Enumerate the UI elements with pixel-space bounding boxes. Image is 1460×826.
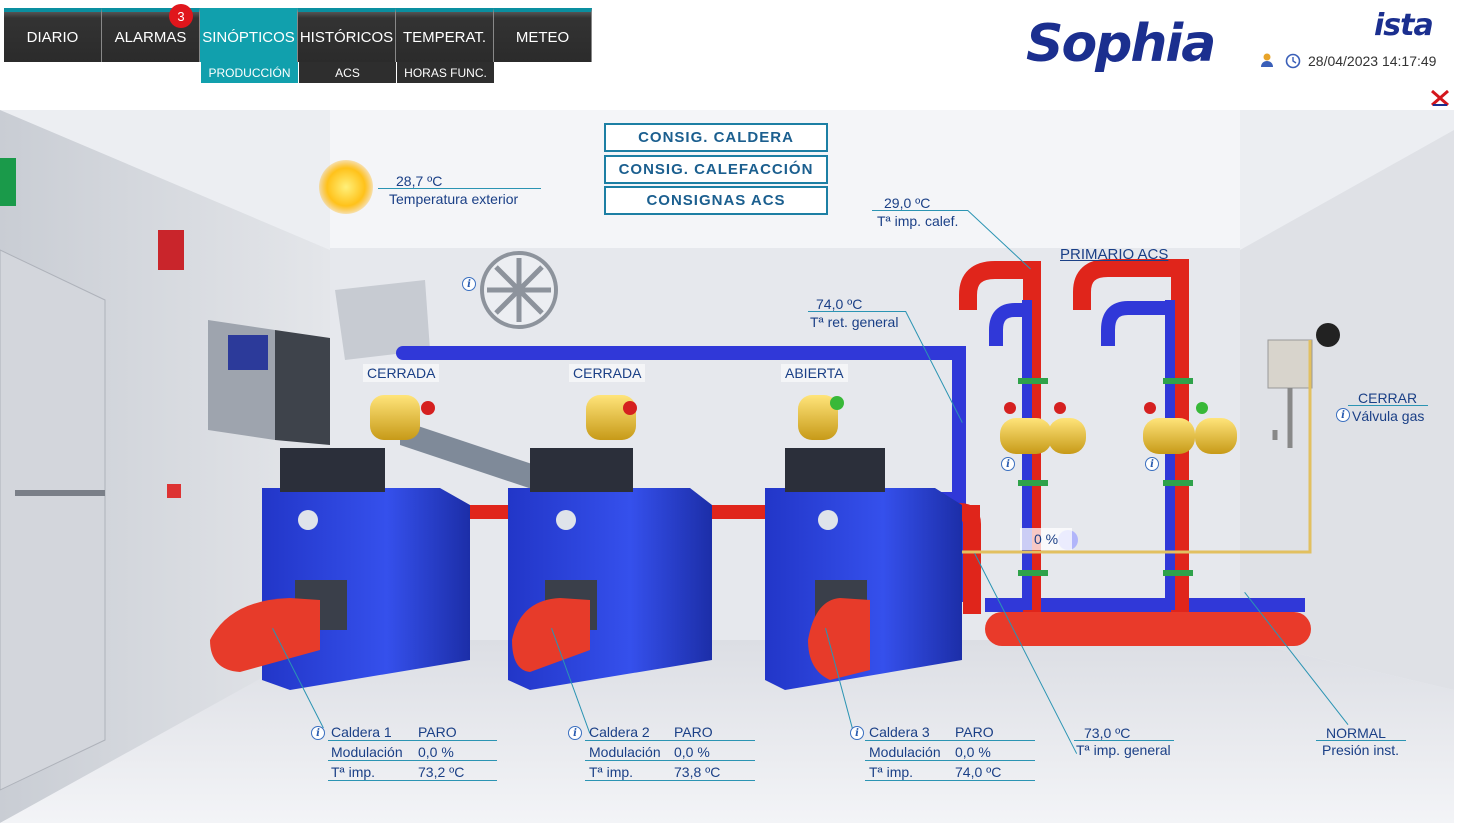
tab-label: METEO <box>515 28 570 46</box>
tab-label: HISTÓRICOS <box>299 28 394 46</box>
tab-meteo[interactable]: METEO <box>494 8 592 62</box>
imp-calef-value: 29,0 ºC <box>884 195 931 211</box>
boiler-1-line-3 <box>328 780 497 781</box>
outdoor-temp-label: Temperatura exterior <box>389 191 519 207</box>
imp-general-underline <box>1074 740 1174 741</box>
boiler-2-info-icon[interactable]: i <box>568 726 582 740</box>
subtab-produccion[interactable]: PRODUCCIÓN <box>201 62 298 83</box>
presion-label: Presión inst. <box>1322 742 1400 758</box>
datetime-display: 28/04/2023 14:17:49 <box>1308 53 1437 69</box>
boiler-3-valve-state: ABIERTA <box>781 364 848 382</box>
presion-value: NORMAL <box>1326 725 1386 741</box>
gas-valve-underline <box>1348 405 1428 406</box>
boiler-3-line-3 <box>865 780 1035 781</box>
boiler-1-temp-value: 73,2 ºC <box>418 764 465 780</box>
boiler-3-mod-value: 0,0 % <box>955 744 991 760</box>
primario-acs-link[interactable]: PRIMARIO ACS <box>1060 246 1169 263</box>
imp-calef-label: Tª imp. calef. <box>877 213 959 229</box>
boiler-2-status: PARO <box>674 724 713 740</box>
boiler-1-temp-label: Tª imp. <box>331 764 376 780</box>
boiler-room-synoptic <box>0 110 1454 823</box>
subtab-acs[interactable]: ACS <box>299 62 396 83</box>
user-icon[interactable] <box>1259 52 1275 68</box>
boiler-1-mod-label: Modulación <box>331 744 403 760</box>
boiler-2-line-3 <box>585 780 755 781</box>
tab-alarmas[interactable]: ALARMAS 3 <box>102 4 200 62</box>
gas-valve-info-icon[interactable]: i <box>1336 408 1350 422</box>
boiler-2-temp-value: 73,8 ºC <box>674 764 721 780</box>
ret-general-underline <box>808 311 906 312</box>
tab-temperat[interactable]: TEMPERAT. <box>396 8 494 62</box>
boiler-3-line-1 <box>865 740 1035 741</box>
outdoor-temp-underline <box>378 188 541 189</box>
subtab-label: ACS <box>335 65 360 80</box>
fan-info-icon[interactable]: i <box>462 277 476 291</box>
boiler-2-mod-label: Modulación <box>589 744 661 760</box>
consig-caldera-button[interactable]: CONSIG. CALDERA <box>604 123 828 152</box>
tab-historicos[interactable]: HISTÓRICOS <box>298 8 396 62</box>
boiler-2-temp-label: Tª imp. <box>589 764 634 780</box>
gas-valve-action[interactable]: CERRAR <box>1358 390 1418 406</box>
boiler-room-illustration <box>0 110 1454 823</box>
boiler-3-status: PARO <box>955 724 994 740</box>
boiler-3-temp-value: 74,0 ºC <box>955 764 1002 780</box>
ista-logo: ista <box>1374 8 1434 43</box>
imp-calef-underline <box>872 210 968 211</box>
ret-general-value: 74,0 ºC <box>816 296 863 312</box>
mixing-valve-percent: 0 % <box>1020 528 1072 550</box>
boiler-2-valve-state: CERRADA <box>569 364 646 382</box>
subtab-label: PRODUCCIÓN <box>208 65 291 80</box>
boiler-1-info-icon[interactable]: i <box>311 726 325 740</box>
sun-icon <box>318 160 374 216</box>
consig-calefaccion-button[interactable]: CONSIG. CALEFACCIÓN <box>604 155 828 184</box>
boiler-1-valve-state: CERRADA <box>363 364 440 382</box>
boiler-3-temp-label: Tª imp. <box>869 764 914 780</box>
tab-label: SINÓPTICOS <box>202 28 295 46</box>
consignas-acs-button[interactable]: CONSIGNAS ACS <box>604 186 828 215</box>
boiler-3-name: Caldera 3 <box>869 724 930 740</box>
subtab-horas-func[interactable]: HORAS FUNC. <box>397 62 494 83</box>
boiler-3-line-2 <box>865 760 1035 761</box>
clock-icon <box>1285 53 1301 69</box>
sophia-logo: Sophia <box>1026 14 1216 74</box>
boiler-2-mod-value: 0,0 % <box>674 744 710 760</box>
boiler-3-mod-label: Modulación <box>869 744 941 760</box>
imp-general-label: Tª imp. general <box>1076 742 1171 758</box>
boiler-1-status: PARO <box>418 724 457 740</box>
boiler-1-line-1 <box>328 740 497 741</box>
presion-underline <box>1316 740 1406 741</box>
boiler-2-line-2 <box>585 760 755 761</box>
gas-valve-label: Válvula gas <box>1352 408 1425 424</box>
tab-label: ALARMAS <box>114 28 187 46</box>
fan-icon[interactable] <box>482 254 558 330</box>
close-icon[interactable] <box>1429 88 1451 108</box>
outdoor-temp-value: 28,7 ºC <box>396 173 443 189</box>
boiler-1-mod-value: 0,0 % <box>418 744 454 760</box>
tab-sinopticos[interactable]: SINÓPTICOS <box>200 8 298 62</box>
boiler-1-name: Caldera 1 <box>331 724 392 740</box>
boiler-2-name: Caldera 2 <box>589 724 650 740</box>
boiler-3-info-icon[interactable]: i <box>850 726 864 740</box>
tab-diario[interactable]: DIARIO <box>4 8 102 62</box>
boiler-1-line-2 <box>328 760 497 761</box>
subtab-label: HORAS FUNC. <box>404 65 487 80</box>
imp-general-value: 73,0 ºC <box>1084 725 1131 741</box>
pump-2-info-icon[interactable]: i <box>1145 457 1159 471</box>
boiler-2-line-1 <box>585 740 755 741</box>
alarm-count-badge: 3 <box>169 4 193 28</box>
tab-label: TEMPERAT. <box>402 28 487 46</box>
tab-label: DIARIO <box>26 28 79 46</box>
main-nav: DIARIO ALARMAS 3 SINÓPTICOS HISTÓRICOS T… <box>4 4 592 62</box>
pump-1-info-icon[interactable]: i <box>1001 457 1015 471</box>
ret-general-label: Tª ret. general <box>810 314 899 330</box>
